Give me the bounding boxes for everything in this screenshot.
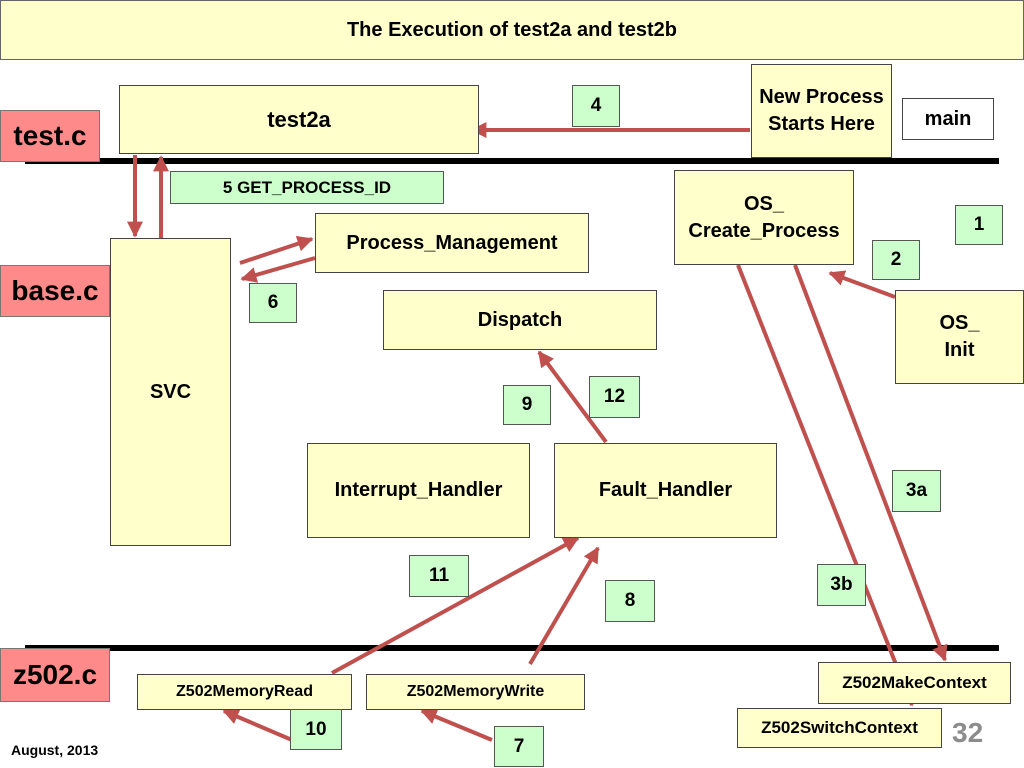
title-banner: The Execution of test2a and test2b [0,0,1024,60]
arrow-mem-read-to-fault-handler [331,536,580,675]
step-badge-2: 2 [872,240,920,280]
step-badge-8: 8 [605,580,655,622]
process-management-box: Process_Management [315,213,589,273]
slide-title: The Execution of test2a and test2b [346,18,678,41]
arrow-create-process-to-switch-context [736,264,915,707]
main-box: main [902,98,994,140]
step-badge-6: 6 [249,283,297,323]
file-label-test-c: test.c [0,110,100,162]
test2a-box: test2a [119,85,479,154]
separator-line-bottom [25,645,999,651]
arrow-svc-to-process-management [239,235,314,265]
step-badge-7: 7 [494,726,544,767]
page-number: 32 [952,717,984,748]
arrow-mem-write-to-fault-handler [528,546,600,666]
mem-write-box: Z502MemoryWrite [366,674,585,710]
step-badge-1: 1 [955,205,1003,245]
file-label-base-c: base.c [0,265,110,317]
step-badge-3a: 3a [892,470,941,512]
os-create-process-box: OS_ Create_Process [674,170,854,265]
arrow-step7-to-mem-write [420,709,493,742]
svc-box: SVC [110,238,231,546]
arrow-fault-handler-to-dispatch [537,350,608,444]
step-badge-4: 4 [572,85,620,127]
get-process-id-label: 5 GET_PROCESS_ID [170,171,444,204]
separator-line-top [25,158,999,164]
new-process-box: New Process Starts Here [751,64,892,158]
footer-date: August, 2013 [11,742,99,758]
make-context-box: Z502MakeContext [818,662,1011,704]
os-init-box: OS_ Init [895,290,1024,384]
mem-read-box: Z502MemoryRead [137,674,352,710]
arrow-create-process-to-make-context [793,264,948,662]
arrow-step10-to-mem-read [222,709,293,742]
arrow-process-management-to-svc [240,256,316,283]
switch-context-box: Z502SwitchContext [737,708,942,748]
step-badge-11: 11 [409,555,469,597]
step-badge-12: 12 [589,376,640,418]
interrupt-handler-box: Interrupt_Handler [307,443,530,538]
step-badge-10: 10 [290,709,342,750]
dispatch-box: Dispatch [383,290,657,350]
step-badge-9: 9 [503,385,551,425]
file-label-z502-c: z502.c [0,648,110,702]
fault-handler-box: Fault_Handler [554,443,777,538]
step-badge-3b: 3b [817,564,866,606]
arrow-os-init-to-create-process [828,270,896,299]
